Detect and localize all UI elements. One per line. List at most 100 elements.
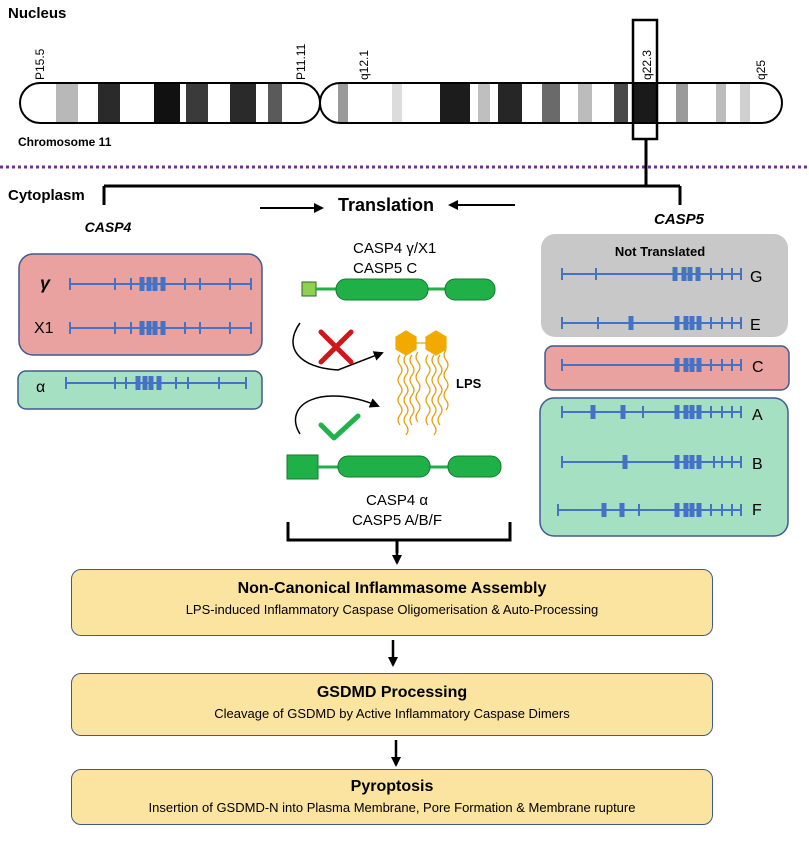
- transcript-label: G: [750, 269, 762, 286]
- transcript-casp4-x1: [69, 321, 252, 335]
- exon-block: [135, 376, 141, 390]
- exon-block: [683, 316, 689, 330]
- step-box-inflammasome: Non-Canonical Inflammasome Assembly LPS-…: [71, 569, 713, 636]
- protein-short-prodomain: [301, 278, 496, 301]
- transcript-casp4-gamma: [69, 277, 252, 291]
- exon-block: [674, 358, 680, 372]
- transcript-casp5-a: [561, 405, 742, 419]
- band-label: P15.5: [33, 48, 47, 80]
- exon-block: [152, 321, 158, 335]
- exon-block: [683, 358, 689, 372]
- transcript-label: C: [752, 359, 764, 376]
- casp5-non-binding-box: [544, 345, 790, 391]
- casp4-gene-label: CASP4: [85, 219, 132, 235]
- transcript-casp5-e: [561, 316, 742, 330]
- casp5-binding-box: [539, 397, 789, 537]
- transcript-label: E: [750, 317, 761, 334]
- bottom-isoforms-line2: CASP5 A/B/F: [352, 512, 442, 529]
- translation-label: Translation: [338, 195, 434, 215]
- exon-block: [696, 503, 702, 517]
- band-label: P11.11: [294, 43, 308, 80]
- exon-block: [683, 405, 689, 419]
- chromosome-p-arm: [19, 82, 321, 124]
- chromosome-label: Chromosome 11: [18, 135, 112, 149]
- exon-block: [696, 455, 702, 469]
- step-title: Pyroptosis: [350, 778, 434, 795]
- exon-block: [696, 358, 702, 372]
- check-icon: [318, 413, 361, 441]
- transcript-label: A: [752, 407, 763, 424]
- exon-block: [683, 503, 689, 517]
- binding-curve-arrow: [294, 395, 380, 435]
- exon-block: [160, 321, 166, 335]
- transcript-label: α: [36, 379, 45, 396]
- casp5-gene-label: CASP5: [654, 211, 705, 228]
- band-label: q22.3: [640, 50, 654, 80]
- top-isoforms-line2: CASP5 C: [353, 260, 417, 277]
- exon-block: [672, 267, 678, 281]
- exon-block: [674, 455, 680, 469]
- exon-block: [628, 316, 634, 330]
- exon-block: [687, 267, 693, 281]
- exon-block: [619, 503, 625, 517]
- exon-block: [142, 376, 148, 390]
- exon-block: [689, 503, 695, 517]
- chromosome-q-arm: [319, 82, 783, 124]
- exon-block: [681, 267, 687, 281]
- band-label: q12.1: [357, 50, 371, 80]
- transcript-label: F: [752, 502, 762, 519]
- casp4-non-binding-box: [18, 253, 263, 356]
- step-box-gsdmd: GSDMD Processing Cleavage of GSDMD by Ac…: [71, 673, 713, 736]
- exon-block: [696, 405, 702, 419]
- exon-block: [696, 316, 702, 330]
- step-subtitle: Insertion of GSDMD-N into Plasma Membran…: [148, 800, 636, 815]
- no-binding-curve-arrow: [292, 322, 384, 371]
- exon-block: [674, 503, 680, 517]
- exon-block: [148, 376, 154, 390]
- transcript-casp5-g: [561, 267, 742, 281]
- gene-bracket: [102, 139, 682, 205]
- step-title: GSDMD Processing: [316, 684, 468, 701]
- exon-block: [156, 376, 162, 390]
- exon-block: [674, 405, 680, 419]
- step-subtitle: LPS-induced Inflammatory Caspase Oligome…: [185, 602, 599, 617]
- exon-block: [674, 316, 680, 330]
- not-translated-label: Not Translated: [615, 244, 705, 259]
- band-label: q25: [754, 60, 768, 80]
- exon-block: [139, 277, 145, 291]
- cytoplasm-label: Cytoplasm: [8, 187, 85, 204]
- transcript-casp5-b: [561, 455, 742, 469]
- exon-block: [689, 358, 695, 372]
- transcript-casp5-f: [557, 503, 742, 517]
- casp5-not-translated-box: [541, 234, 788, 337]
- exon-block: [689, 455, 695, 469]
- exon-block: [590, 405, 596, 419]
- exon-block: [146, 277, 152, 291]
- transcript-label: γ: [40, 273, 51, 293]
- exon-block: [139, 321, 145, 335]
- transcript-casp4-alpha: [65, 376, 247, 390]
- top-isoforms-line1: CASP4 γ/X1: [353, 240, 436, 257]
- exon-block: [160, 277, 166, 291]
- protein-card-domain: [286, 454, 502, 480]
- exon-block: [146, 321, 152, 335]
- exon-block: [695, 267, 701, 281]
- transcript-label: B: [752, 456, 763, 473]
- lps-molecule-icon: [395, 330, 449, 436]
- transcript-label: X1: [34, 320, 54, 337]
- bottom-isoforms-line1: CASP4 α: [366, 492, 428, 509]
- transcript-casp5-c: [561, 358, 742, 372]
- step-box-pyroptosis: Pyroptosis Insertion of GSDMD-N into Pla…: [71, 769, 713, 825]
- step-subtitle: Cleavage of GSDMD by Active Inflammatory…: [214, 706, 570, 721]
- exon-block: [601, 503, 607, 517]
- exon-block: [620, 405, 626, 419]
- exon-block: [689, 316, 695, 330]
- exon-block: [683, 455, 689, 469]
- exon-block: [152, 277, 158, 291]
- lps-label: LPS: [456, 376, 482, 391]
- nucleus-label: Nucleus: [8, 5, 66, 22]
- exon-block: [689, 405, 695, 419]
- step-title: Non-Canonical Inflammasome Assembly: [237, 580, 547, 597]
